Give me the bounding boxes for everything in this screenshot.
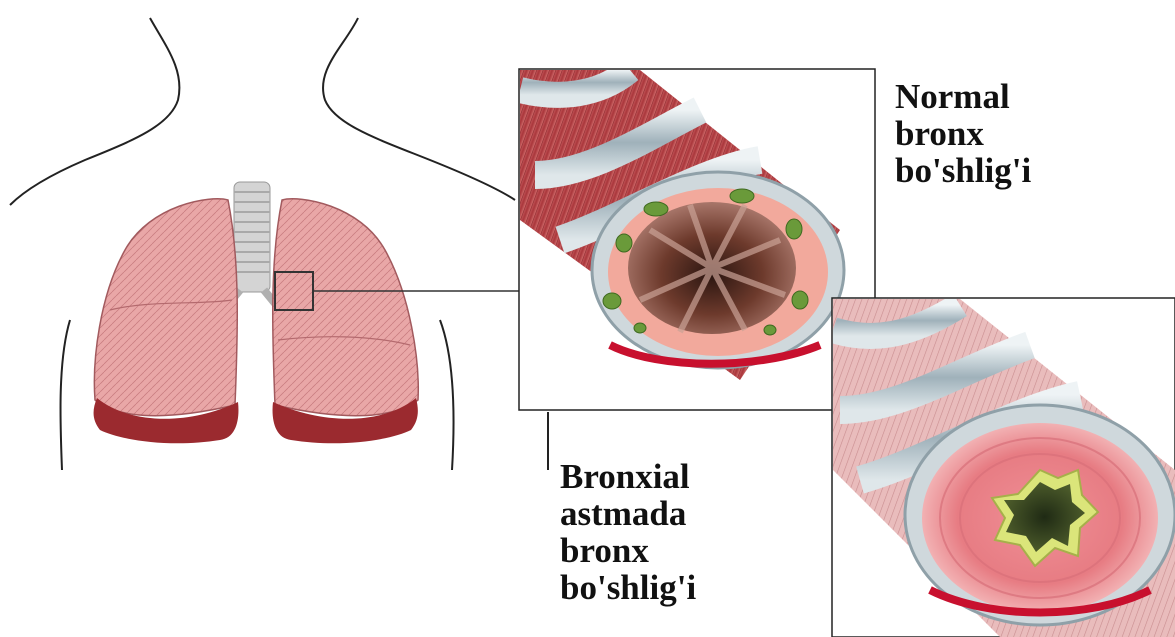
asthma-label-line-2: astmada: [560, 495, 696, 532]
asthma-label-line-1: Bronxial: [560, 458, 696, 495]
left-lung: [94, 199, 239, 443]
normal-bronchus-label: Normal bronx bo'shlig'i: [895, 78, 1031, 189]
normal-label-line-1: Normal: [895, 78, 1031, 115]
asthma-bronchus-label: Bronxial astmada bronx bo'shlig'i: [560, 458, 696, 606]
right-lung: [273, 199, 419, 443]
normal-label-line-2: bronx: [895, 115, 1031, 152]
asthma-label-line-4: bo'shlig'i: [560, 569, 696, 606]
lungs-illustration: [94, 182, 519, 443]
normal-bronchus-panel: [519, 69, 875, 410]
asthma-label-line-3: bronx: [560, 532, 696, 569]
normal-label-line-3: bo'shlig'i: [895, 152, 1031, 189]
asthma-bronchus-panel: [832, 298, 1175, 637]
